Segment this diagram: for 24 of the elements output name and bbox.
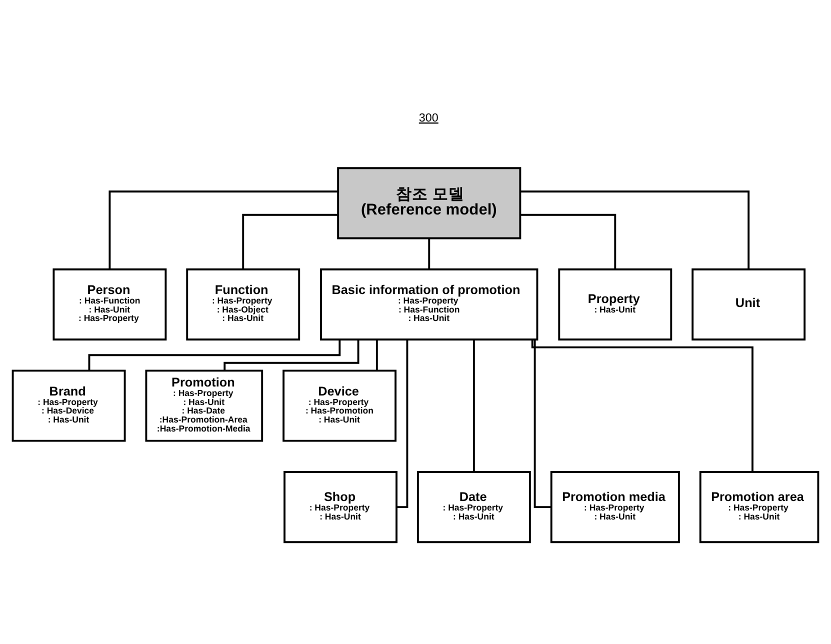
connector [531,340,754,472]
node-box: 참조 모델 (Reference model) [337,167,522,240]
connector [520,214,616,270]
label: 300 [418,111,438,124]
node-box: Promotion media : Has-Property : Has-Unit [550,471,680,544]
connector [396,340,408,508]
node-box: Promotion : Has-Property : Has-Unit : Has-Date :Has-Promotion-Area :Has-Promotion-Media [145,370,264,442]
node-box: Date : Has-Property : Has-Unit [416,471,531,544]
node-box: Shop : Has-Property : Has-Unit [284,471,398,544]
connector [242,214,338,270]
connector [224,340,360,370]
node-box: Property : Has-Unit [558,268,672,340]
connector [376,340,378,371]
connector [428,238,430,270]
node-box: Unit [692,268,806,340]
connector [108,190,338,270]
node-box: Brand : Has-Property : Has-Device : Has-Unit [12,370,126,442]
node-box: Promotion area : Has-Property : Has-Unit [699,471,820,544]
connector [520,190,750,270]
node-box: Basic information of promotion : Has-Property : Has-Function : Has-Unit [320,268,538,340]
node-box: Person : Has-Function : Has-Unit : Has-Property [52,268,167,340]
node-box: Device : Has-Property : Has-Promotion : Has-Unit [282,370,397,442]
node-box: Function : Has-Property : Has-Object : Has-Unit [186,268,300,340]
connector [472,340,475,472]
